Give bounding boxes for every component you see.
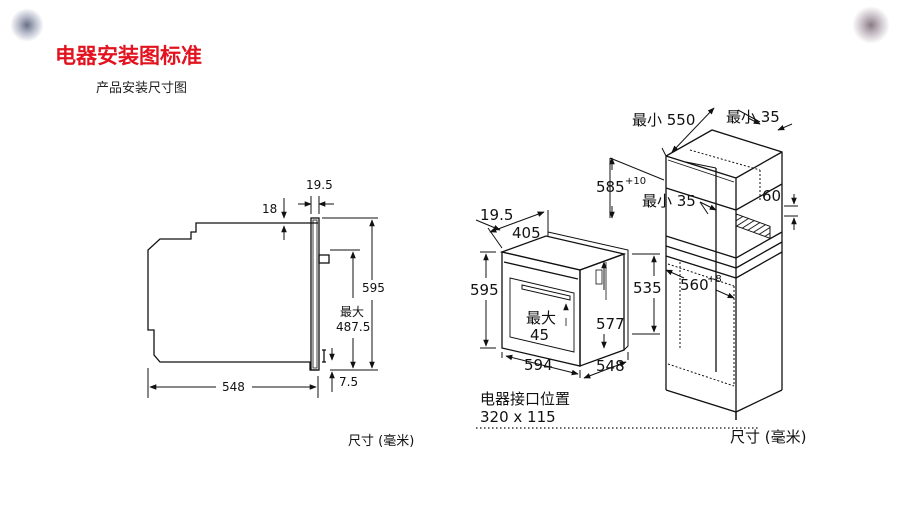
dim-cabinet-560: 560 [680, 276, 709, 294]
dim-cabinet-min-35-mid: 最小 35 [642, 192, 696, 210]
dim-cabinet-60: 60 [762, 187, 781, 205]
cabinet-drawing [665, 129, 783, 420]
dim-cabinet-585-sup: +10 [625, 176, 646, 187]
connection-position-label: 电器接口位置 [480, 390, 570, 408]
dim-cabinet-min-35-top: 最小 35 [726, 108, 780, 126]
dim-side-18: 18 [262, 202, 277, 216]
dim-cabinet-560-sup: +8 [707, 274, 722, 285]
dim-front-405: 405 [512, 224, 541, 242]
dim-side-487-5: 487.5 [336, 320, 370, 334]
front-view-drawing [499, 231, 629, 367]
corner-decoration-left [10, 8, 44, 42]
dim-front-19-5: 19.5 [480, 206, 513, 224]
front-view-dimensions [475, 210, 660, 379]
side-view-units: 尺寸 (毫米) [348, 434, 415, 449]
dim-front-45: 45 [530, 326, 549, 344]
dim-front-577: 577 [596, 315, 625, 333]
cabinet-dashed-lines [667, 149, 761, 387]
dim-side-7-5: 7.5 [339, 375, 358, 389]
cable-cutout-hatch [735, 213, 771, 239]
corner-decoration-right [852, 6, 890, 44]
dim-front-535: 535 [633, 279, 662, 297]
dim-side-max-label: 最大 [340, 305, 364, 319]
dim-side-19-5: 19.5 [306, 178, 333, 192]
dim-front-595: 595 [470, 281, 499, 299]
dim-side-548: 548 [222, 380, 245, 394]
dim-cabinet-min-550: 最小 550 [632, 111, 695, 129]
cabinet-dimensions [609, 107, 798, 299]
dim-side-595: 595 [362, 281, 385, 295]
side-view-drawing [147, 217, 330, 371]
page-title: 电器安装图标准 [55, 44, 202, 68]
side-view-dimensions [147, 196, 378, 398]
page-subtitle: 产品安装尺寸图 [96, 81, 188, 96]
dim-front-max-label: 最大 [526, 309, 556, 327]
dim-front-594: 594 [524, 356, 553, 374]
cabinet-view-units: 尺寸 (毫米) [730, 428, 807, 446]
connection-position-size: 320 x 115 [480, 408, 556, 426]
dim-front-548: 548 [596, 357, 625, 375]
dim-cabinet-585: 585 [596, 178, 625, 196]
